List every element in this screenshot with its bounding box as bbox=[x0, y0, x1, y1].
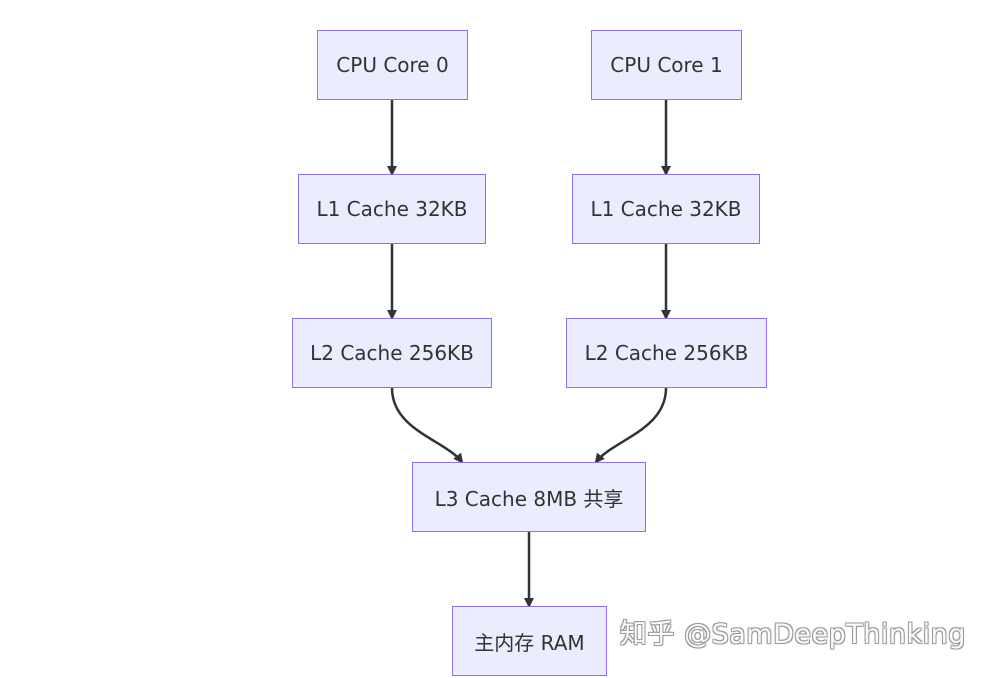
node-l3-cache-shared: L3 Cache 8MB 共享 bbox=[412, 462, 646, 532]
node-l1-cache-core-0: L1 Cache 32KB bbox=[298, 174, 486, 244]
edge-l2-1-to-l3 bbox=[594, 387, 668, 464]
node-cpu-core-1: CPU Core 1 bbox=[591, 30, 742, 100]
node-l2-cache-core-1: L2 Cache 256KB bbox=[566, 318, 767, 388]
node-l2-cache-core-0: L2 Cache 256KB bbox=[292, 318, 492, 388]
node-main-memory: 主内存 RAM bbox=[452, 606, 607, 676]
edge-l2-0-to-l3 bbox=[390, 387, 464, 464]
watermark-text: 知乎 @SamDeepThinking bbox=[620, 619, 966, 650]
node-l1-cache-core-1: L1 Cache 32KB bbox=[572, 174, 760, 244]
node-cpu-core-0: CPU Core 0 bbox=[317, 30, 468, 100]
